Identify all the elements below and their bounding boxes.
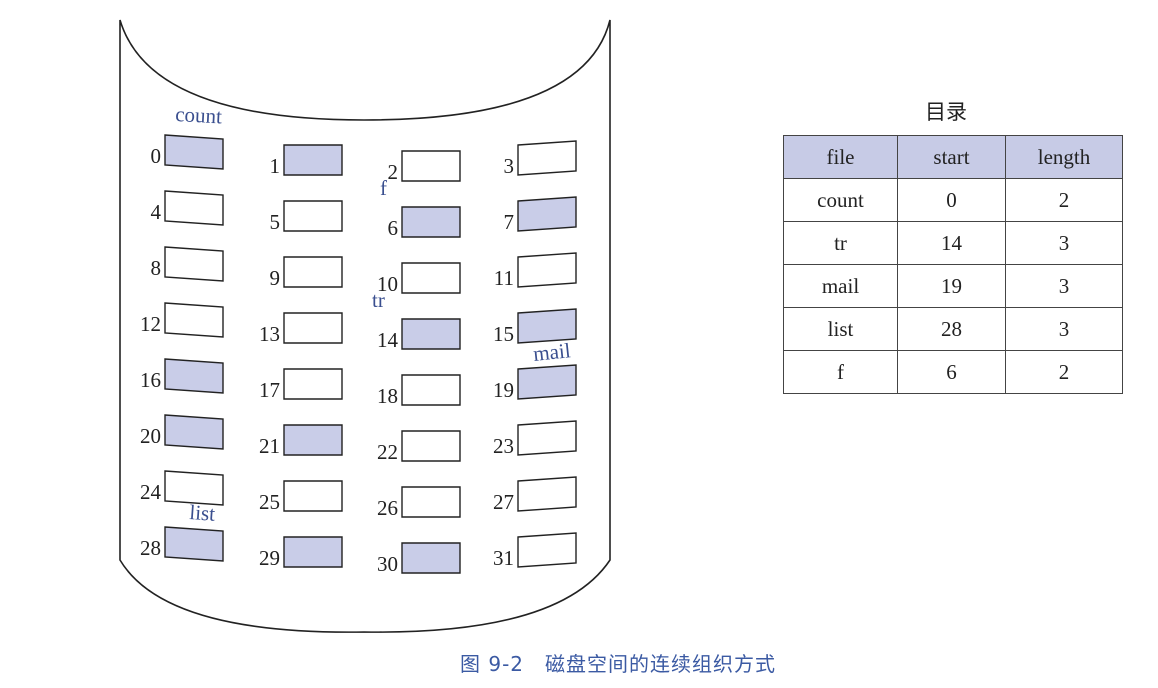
- table-row: mail 19 3: [783, 264, 1123, 308]
- directory-title: 目录: [925, 100, 967, 124]
- block-number-15: 15: [493, 322, 514, 346]
- block-number-12: 12: [140, 312, 161, 336]
- table-row: f 6 2: [783, 350, 1123, 394]
- disk-block-23: [517, 420, 577, 456]
- block-number-6: 6: [388, 216, 399, 240]
- block-number-8: 8: [151, 256, 162, 280]
- cell-start: 19: [897, 264, 1006, 308]
- block-number-18: 18: [377, 384, 398, 408]
- cell-length: 3: [1005, 307, 1123, 351]
- block-number-29: 29: [259, 546, 280, 570]
- block-number-20: 20: [140, 424, 161, 448]
- cell-start: 0: [897, 178, 1006, 222]
- disk-block-11: [517, 252, 577, 288]
- disk-block-17: [283, 368, 343, 400]
- block-number-28: 28: [140, 536, 161, 560]
- cell-file: count: [783, 178, 898, 222]
- disk-block-0: [164, 134, 224, 170]
- block-number-25: 25: [259, 490, 280, 514]
- disk-block-15: [517, 308, 577, 344]
- cell-file: tr: [783, 221, 898, 265]
- file-label-count: count: [175, 102, 223, 128]
- block-number-31: 31: [493, 546, 514, 570]
- table-row: count 0 2: [783, 178, 1123, 222]
- directory-table: file start length count 0 2 tr 14 3 mail…: [783, 135, 1123, 394]
- block-number-10: 10: [377, 272, 398, 296]
- cell-start: 28: [897, 307, 1006, 351]
- disk-block-14: [401, 318, 461, 350]
- disk-block-5: [283, 200, 343, 232]
- cell-file: f: [783, 350, 898, 394]
- disk-block-1: [283, 144, 343, 176]
- block-number-30: 30: [377, 552, 398, 576]
- disk-block-31: [517, 532, 577, 568]
- disk-block-16: [164, 358, 224, 394]
- cell-length: 2: [1005, 178, 1123, 222]
- cell-file: mail: [783, 264, 898, 308]
- block-number-16: 16: [140, 368, 161, 392]
- cell-start: 14: [897, 221, 1006, 265]
- block-number-2: 2: [388, 160, 399, 184]
- disk-block-19: [517, 364, 577, 400]
- block-number-14: 14: [377, 328, 399, 352]
- disk-block-3: [517, 140, 577, 176]
- block-number-5: 5: [270, 210, 281, 234]
- cell-start: 6: [897, 350, 1006, 394]
- disk-block-30: [401, 542, 461, 574]
- cell-length: 3: [1005, 264, 1123, 308]
- block-number-27: 27: [493, 490, 514, 514]
- header-start: start: [897, 135, 1006, 179]
- disk-block-7: [517, 196, 577, 232]
- disk-block-9: [283, 256, 343, 288]
- file-label-list: list: [189, 500, 216, 526]
- file-label-mail: mail: [532, 338, 572, 366]
- block-number-1: 1: [270, 154, 281, 178]
- cell-length: 3: [1005, 221, 1123, 265]
- block-number-9: 9: [270, 266, 281, 290]
- disk-block-22: [401, 430, 461, 462]
- file-label-f: f: [380, 176, 387, 200]
- cell-file: list: [783, 307, 898, 351]
- block-number-21: 21: [259, 434, 280, 458]
- disk-cylinder: [119, 19, 611, 633]
- disk-block-27: [517, 476, 577, 512]
- block-number-7: 7: [504, 210, 515, 234]
- disk-block-21: [283, 424, 343, 456]
- block-number-4: 4: [151, 200, 162, 224]
- block-number-23: 23: [493, 434, 514, 458]
- block-number-0: 0: [151, 144, 162, 168]
- disk-block-18: [401, 374, 461, 406]
- block-number-26: 26: [377, 496, 398, 520]
- disk-block-20: [164, 414, 224, 450]
- block-number-11: 11: [494, 266, 514, 290]
- disk-block-24: [164, 470, 224, 506]
- block-number-13: 13: [259, 322, 280, 346]
- disk-block-8: [164, 246, 224, 282]
- block-number-19: 19: [493, 378, 514, 402]
- directory-header-row: file start length: [783, 135, 1123, 179]
- disk-block-25: [283, 480, 343, 512]
- disk-block-10: [401, 262, 461, 294]
- disk-block-6: [401, 206, 461, 238]
- disk-block-26: [401, 486, 461, 518]
- disk-block-13: [283, 312, 343, 344]
- file-label-tr: tr: [372, 288, 385, 312]
- disk-block-4: [164, 190, 224, 226]
- block-number-3: 3: [504, 154, 515, 178]
- block-number-24: 24: [140, 480, 162, 504]
- table-row: tr 14 3: [783, 221, 1123, 265]
- figure-caption: 图 9-2 磁盘空间的连续组织方式: [459, 652, 777, 676]
- header-file: file: [783, 135, 898, 179]
- disk-block-28: [164, 526, 224, 562]
- disk-block-2: [401, 150, 461, 182]
- cell-length: 2: [1005, 350, 1123, 394]
- block-number-22: 22: [377, 440, 398, 464]
- block-number-17: 17: [259, 378, 280, 402]
- disk-block-12: [164, 302, 224, 338]
- table-row: list 28 3: [783, 307, 1123, 351]
- disk-block-29: [283, 536, 343, 568]
- header-length: length: [1005, 135, 1123, 179]
